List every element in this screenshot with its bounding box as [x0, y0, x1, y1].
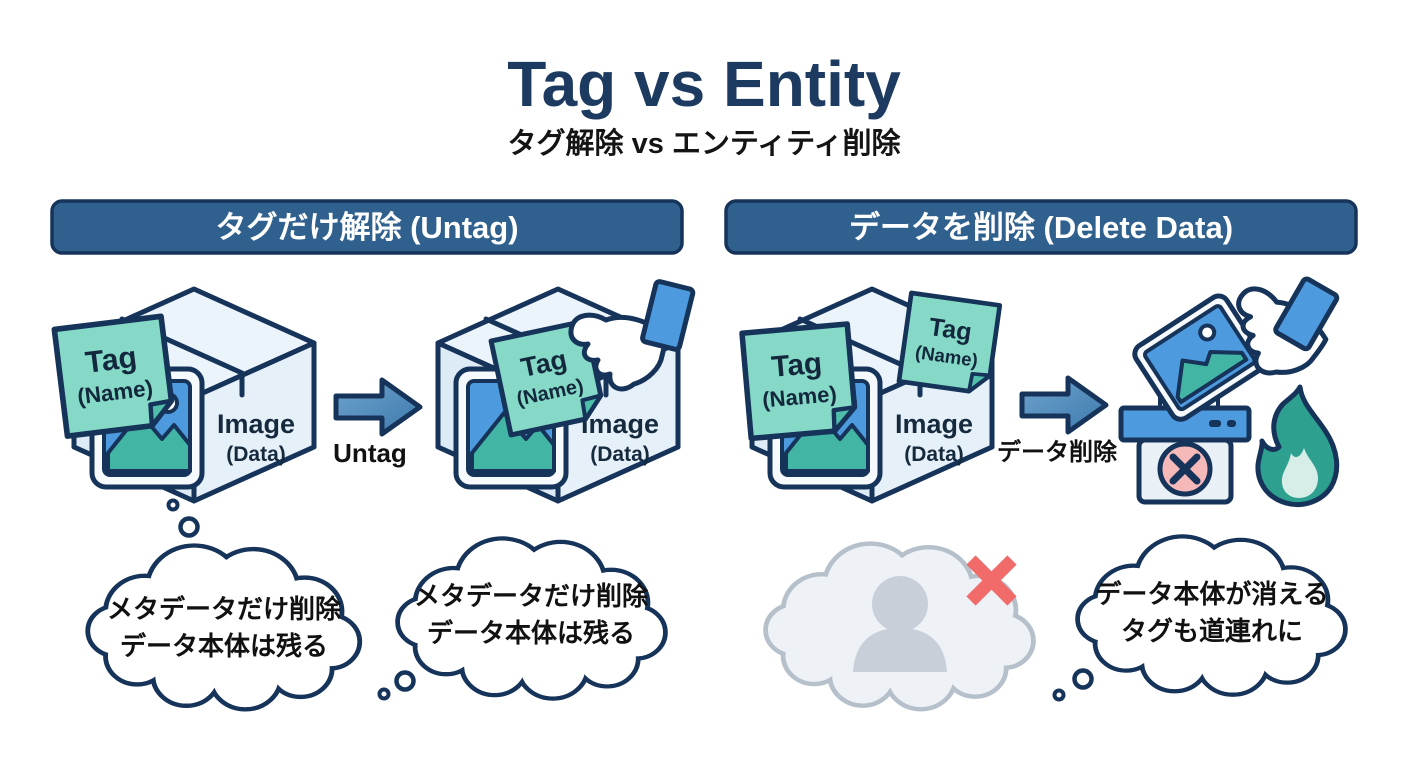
- left-thought-after: メタデータだけ削除 データ本体は残る: [377, 538, 666, 698]
- right-panel-header: データを削除 (Delete Data): [724, 199, 1358, 255]
- ghost-entity-cloud: [766, 544, 1034, 710]
- left-box-before: [54, 289, 314, 501]
- flame-icon: [1255, 384, 1340, 508]
- delete-arrow: データ削除: [997, 378, 1118, 466]
- tag-sticker: [899, 293, 1000, 394]
- thought-text-line: データ本体が消える: [1095, 579, 1328, 609]
- red-x-icon: [966, 555, 1017, 606]
- left-thought-before: メタデータだけ削除 データ本体は残る: [88, 498, 360, 710]
- right-thought: データ本体が消える タグも道連れに: [1052, 536, 1346, 702]
- tag-sticker: [54, 316, 174, 436]
- untag-arrow: Untag: [333, 380, 420, 468]
- shredder-scene: [1118, 278, 1340, 508]
- thought-text-line: タグも道連れに: [1121, 616, 1303, 646]
- thought-text-line: データ本体は残る: [427, 618, 635, 648]
- untag-arrow-label: Untag: [333, 438, 407, 468]
- tag-sticker: [742, 324, 856, 438]
- right-box-source: [742, 289, 1000, 501]
- delete-x-badge: [1157, 441, 1213, 497]
- sleeve-icon: [1274, 278, 1338, 351]
- right-panel-header-label: データを削除 (Delete Data): [849, 210, 1233, 245]
- thought-text-line: メタデータだけ削除: [107, 594, 342, 624]
- page-subtitle: タグ解除 vs エンティティ削除: [508, 126, 902, 160]
- left-panel-header: タグだけ解除 (Untag): [50, 199, 684, 255]
- page-title: Tag vs Entity: [507, 48, 901, 120]
- thought-text-line: データ本体は残る: [120, 631, 328, 661]
- thought-text-line: メタデータだけ削除: [414, 581, 649, 611]
- arrow-right-icon: [336, 380, 420, 434]
- left-panel-header-label: タグだけ解除 (Untag): [215, 210, 518, 245]
- person-silhouette-icon: [853, 576, 947, 672]
- sleeve-icon: [642, 281, 694, 350]
- delete-arrow-label: データ削除: [997, 438, 1118, 466]
- arrow-right-icon: [1022, 378, 1106, 432]
- left-box-after: [438, 281, 694, 501]
